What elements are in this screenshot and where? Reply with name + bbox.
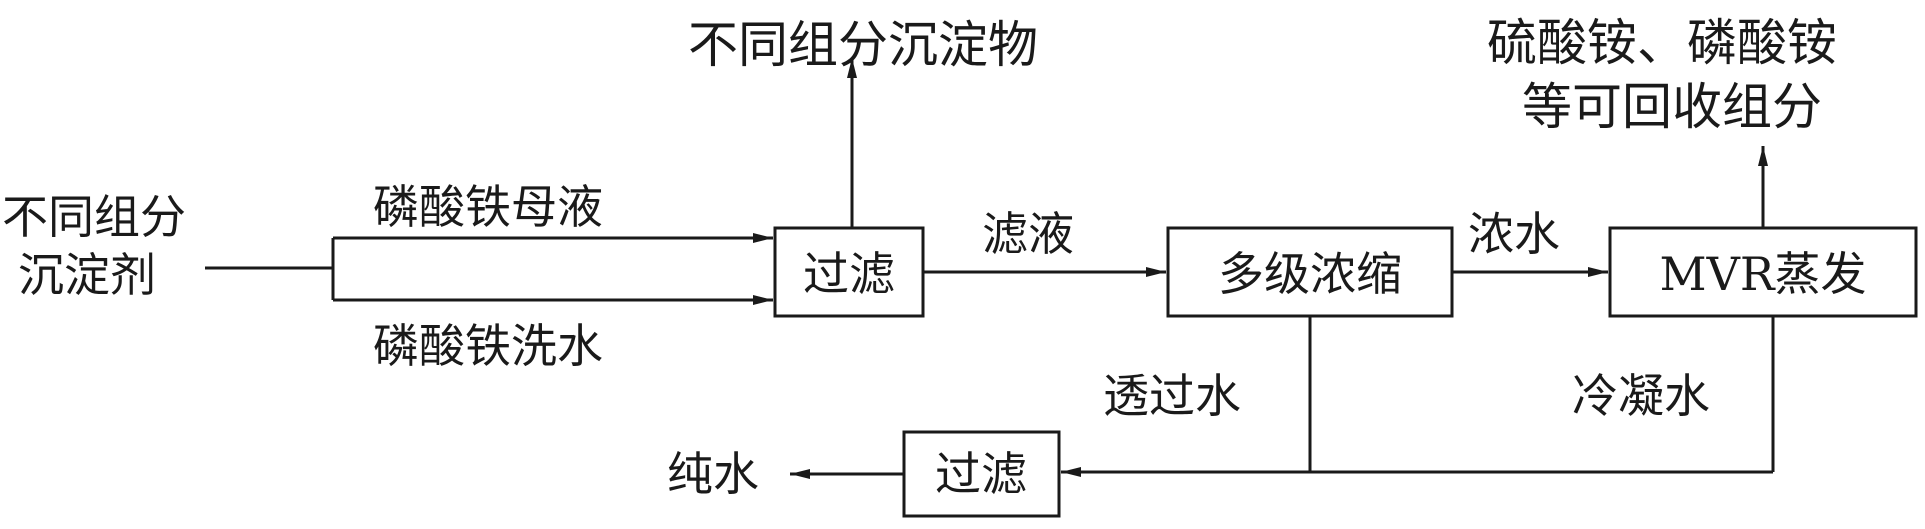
mvr-evaporation-box — [1608, 226, 1918, 318]
precipitate-label: 不同组分沉淀物 — [688, 16, 1038, 74]
filter-box-2 — [902, 430, 1061, 518]
recovery-label-line1: 硫酸铵、磷酸铵 — [1487, 14, 1837, 72]
concentrate-label: 浓水 — [1468, 207, 1560, 261]
filter-1-label: 过滤 — [803, 247, 895, 301]
pure-water-label: 纯水 — [667, 447, 759, 501]
filter-2-label: 过滤 — [935, 447, 1027, 501]
condensate-label: 冷凝水 — [1572, 369, 1710, 423]
filtrate-label: 滤液 — [982, 207, 1074, 261]
wash-water-label: 磷酸铁洗水 — [373, 319, 603, 373]
precipitant-label-line1: 不同组分 — [2, 190, 186, 244]
mother-liquor-label: 磷酸铁母液 — [373, 180, 603, 234]
filter-box-1 — [773, 226, 925, 318]
precipitant-label-line2: 沉淀剂 — [18, 248, 156, 302]
mvr-evaporation-label: MVR蒸发 — [1660, 247, 1867, 301]
multistage-concentration-label: 多级浓缩 — [1218, 247, 1402, 301]
recovery-label-line2: 等可回收组分 — [1522, 78, 1822, 136]
permeate-label: 透过水 — [1103, 369, 1241, 423]
